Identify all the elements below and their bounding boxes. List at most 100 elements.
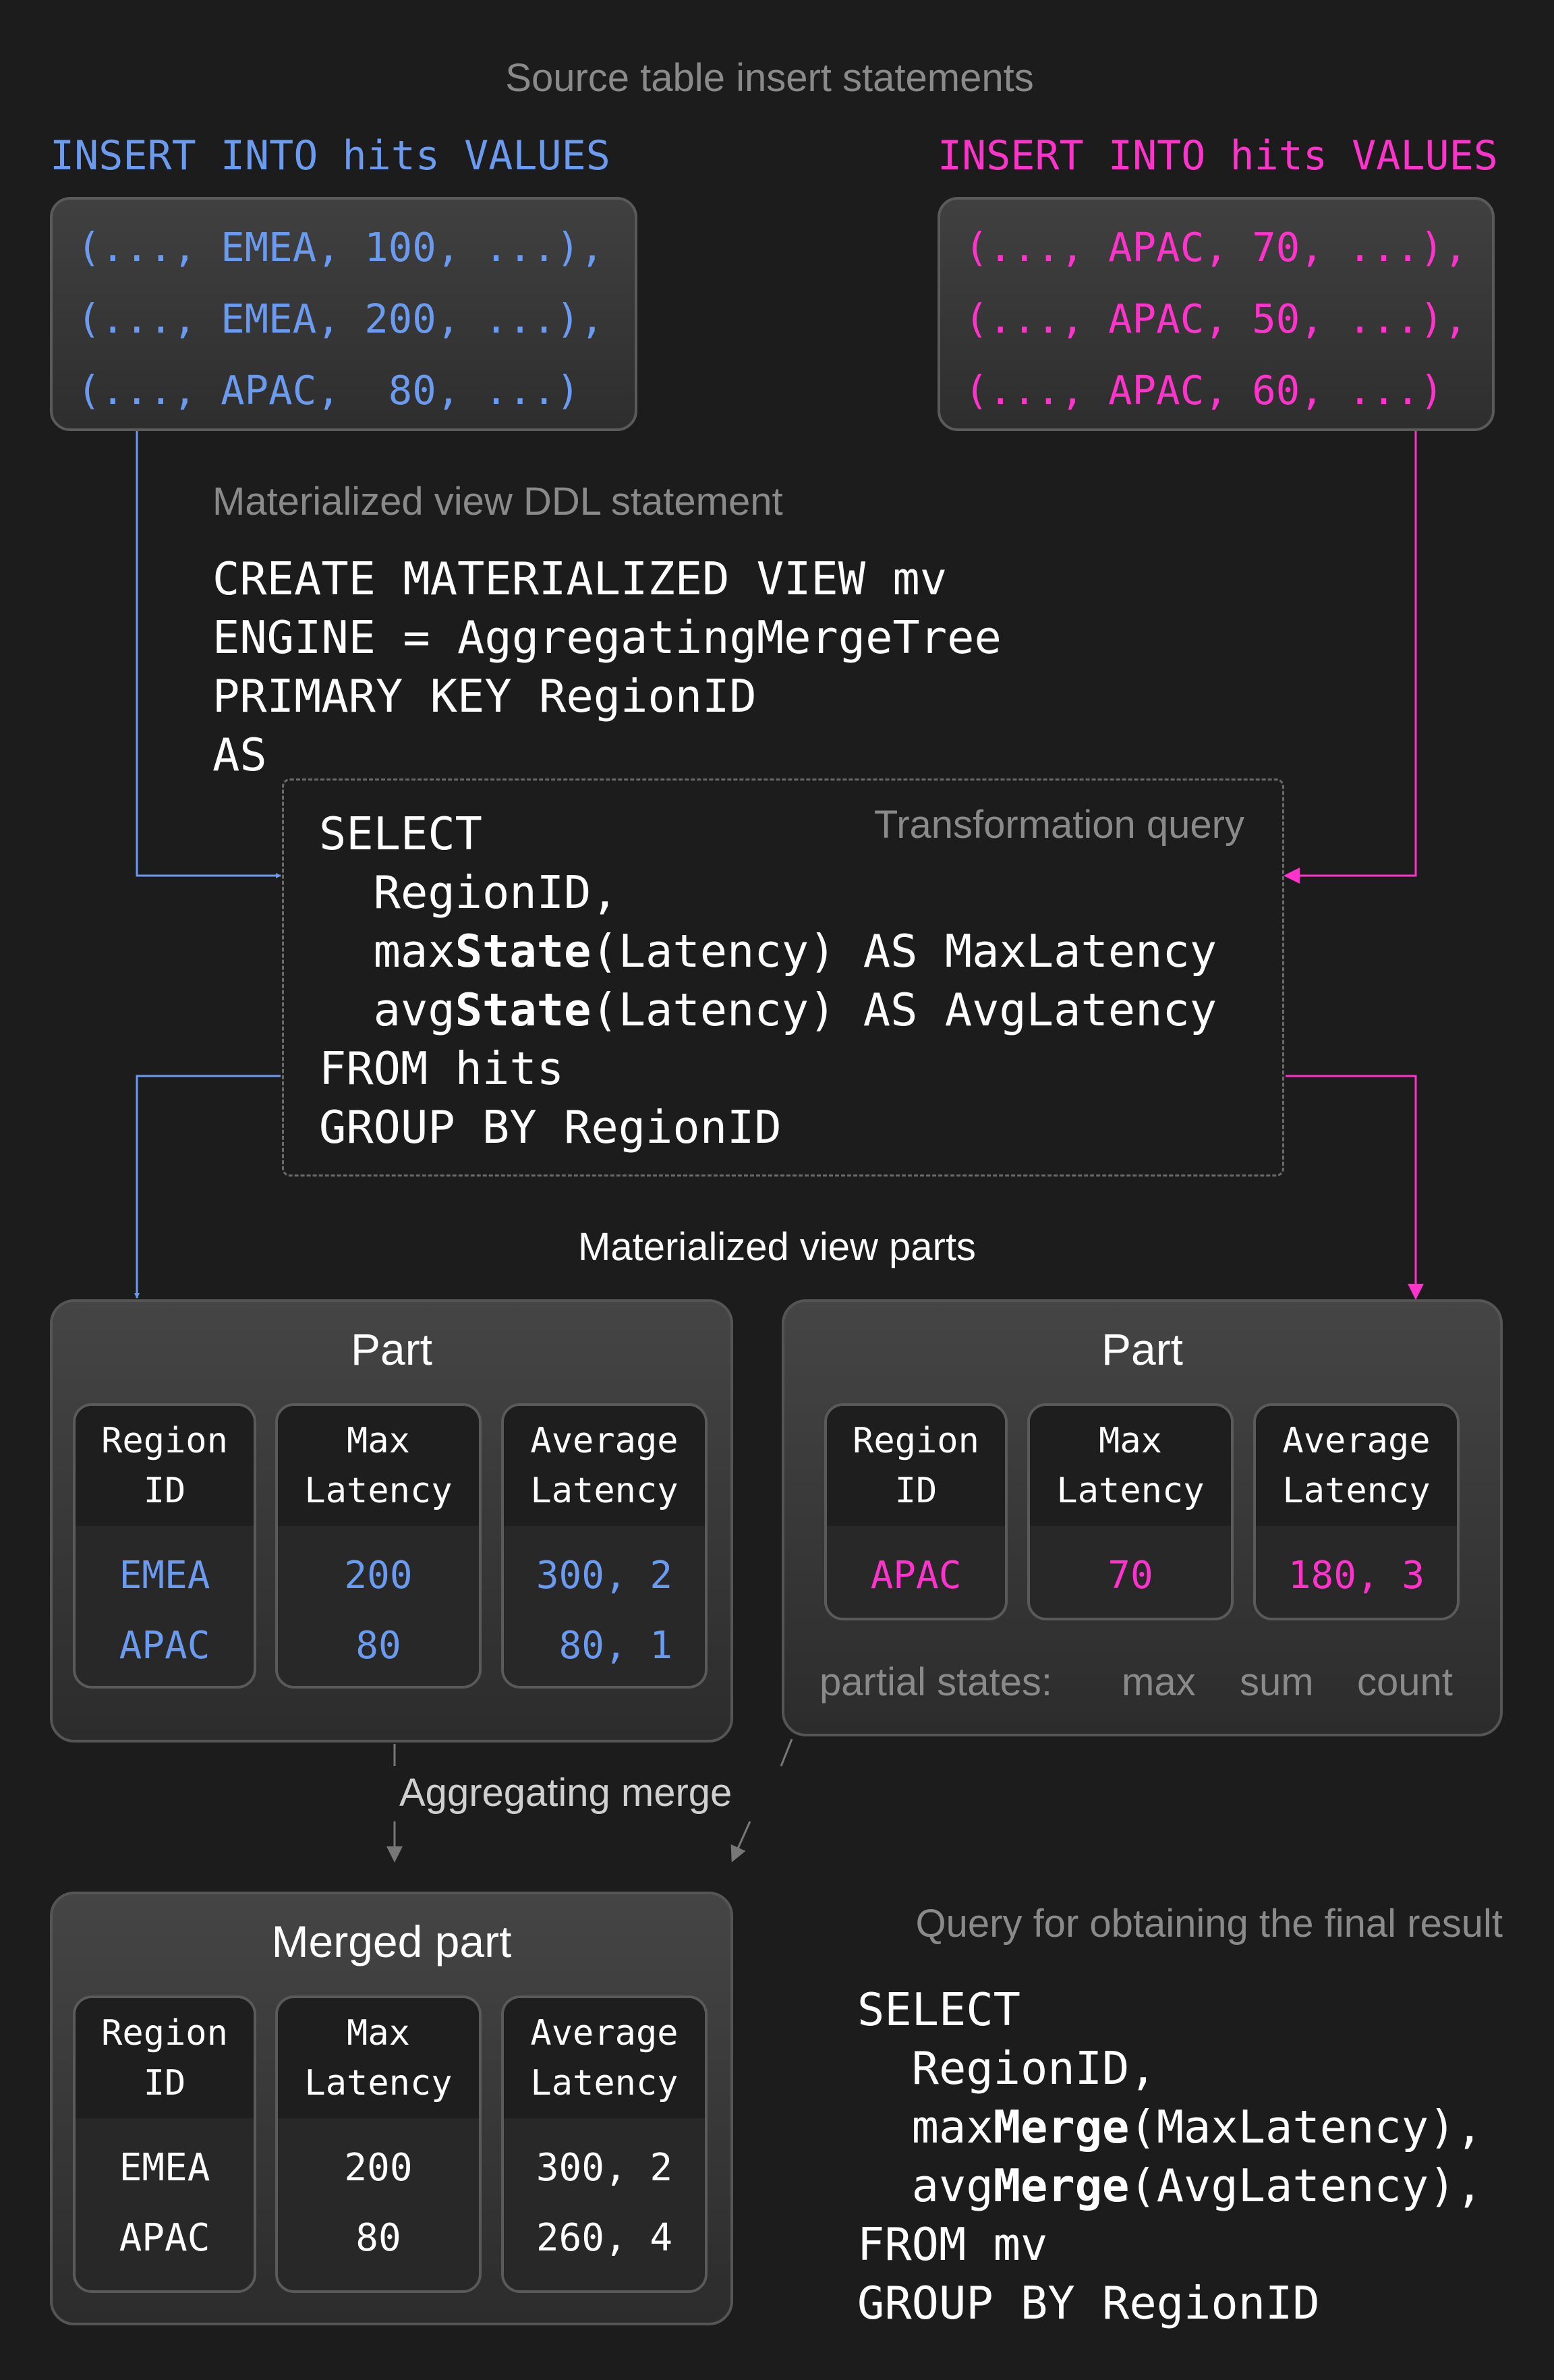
code-text: SELECT: [857, 1983, 1021, 2036]
cell-value: EMEA: [119, 1554, 210, 1597]
cell-value: 300, 2: [536, 2146, 673, 2190]
insert-row: (..., APAC, 80, ...): [77, 367, 580, 414]
code-text: RegionID,: [319, 866, 618, 919]
ddl-line: ENGINE = AggregatingMergeTree: [212, 611, 1002, 664]
blue-arrow-to-part: [134, 1075, 281, 1299]
cell-value: 70: [1107, 1554, 1153, 1597]
transformation-query-box: Transformation query SELECT RegionID, ma…: [282, 778, 1284, 1177]
ddl-caption: Materialized view DDL statement: [212, 480, 783, 523]
column-header-text: Max: [347, 2013, 410, 2053]
cell-value: 260, 4: [536, 2216, 673, 2260]
insert-right-rows: (..., APAC, 70, ...), (..., APAC, 50, ..…: [965, 212, 1468, 426]
code-text: (AvgLatency),: [1129, 2159, 1483, 2212]
code-text: GROUP BY RegionID: [319, 1101, 782, 1154]
part-title: Part: [1101, 1324, 1184, 1374]
source-caption: Source table insert statements: [505, 56, 1034, 100]
part-title: Merged part: [271, 1917, 512, 1966]
cell-value: EMEA: [119, 2146, 210, 2190]
column-header-text: Region: [101, 2013, 228, 2053]
column-header-text: Latency: [530, 1471, 679, 1511]
ddl-statement: CREATE MATERIALIZED VIEW mv ENGINE = Agg…: [212, 550, 1002, 785]
part-title: Part: [350, 1324, 433, 1374]
merge-arrow-right: [730, 1821, 751, 1863]
column-header-text: Average: [1282, 1421, 1431, 1461]
code-text: GROUP BY RegionID: [857, 2277, 1320, 2329]
column-header-text: Latency: [530, 2063, 679, 2103]
final-query-code: SELECT RegionID, maxMerge(MaxLatency), a…: [857, 1981, 1483, 2333]
column-header-text: Average: [530, 1421, 679, 1461]
code-line: avgState(Latency) AS AvgLatency: [319, 981, 1217, 1040]
final-query-caption: Query for obtaining the final result: [915, 1902, 1503, 1946]
partial-state-count: count: [1357, 1660, 1453, 1704]
partial-state-sum: sum: [1240, 1660, 1314, 1704]
insert-right-label: INSERT INTO hits VALUES: [938, 132, 1498, 179]
cell-value: APAC: [119, 2216, 210, 2260]
ddl-line: AS: [212, 729, 267, 781]
ddl-line: CREATE MATERIALIZED VIEW mv: [212, 552, 948, 605]
code-text: avg: [857, 2159, 994, 2212]
code-line: maxMerge(MaxLatency),: [857, 2098, 1483, 2157]
code-line: GROUP BY RegionID: [857, 2274, 1483, 2333]
column-header-text: Region: [101, 1421, 228, 1461]
transformation-query-code: SELECT RegionID, maxState(Latency) AS Ma…: [319, 805, 1217, 1157]
transformation-caption: Transformation query: [873, 803, 1244, 847]
cell-value: 300, 2: [536, 1554, 673, 1597]
cell-value: 180, 3: [1288, 1554, 1425, 1597]
code-line: GROUP BY RegionID: [319, 1098, 1217, 1157]
code-keyword-bold: Merge: [993, 2101, 1130, 2153]
cell-value: 80: [355, 1624, 401, 1668]
insert-left-rows: (..., EMEA, 100, ...), (..., EMEA, 200, …: [77, 212, 604, 426]
code-keyword-bold: State: [455, 925, 592, 978]
code-text: (Latency) AS AvgLatency: [591, 984, 1217, 1036]
insert-row: (..., APAC, 60, ...): [965, 367, 1444, 414]
insert-row: (..., APAC, 50, ...),: [965, 295, 1468, 342]
insert-right-box: (..., APAC, 70, ...), (..., APAC, 50, ..…: [938, 197, 1495, 431]
merge-caption: Aggregating merge: [399, 1771, 732, 1815]
column-header-text: Max: [347, 1421, 410, 1461]
code-line: maxState(Latency) AS MaxLatency: [319, 922, 1217, 981]
code-text: max: [857, 2101, 994, 2153]
code-keyword-bold: State: [455, 984, 592, 1036]
code-text: SELECT: [319, 808, 483, 860]
code-keyword-bold: Merge: [993, 2159, 1130, 2212]
column-header-text: Max: [1099, 1421, 1162, 1461]
code-text: avg: [319, 984, 455, 1036]
insert-left-box: (..., EMEA, 100, ...), (..., EMEA, 200, …: [50, 197, 637, 431]
column-header-text: ID: [143, 1471, 186, 1511]
cell-value: APAC: [119, 1624, 210, 1668]
parts-caption: Materialized view parts: [578, 1225, 976, 1269]
code-line: RegionID,: [857, 2039, 1483, 2098]
column-header-text: Average: [530, 2013, 679, 2053]
code-text: FROM mv: [857, 2218, 1048, 2271]
code-line: RegionID,: [319, 863, 1217, 922]
code-line: FROM hits: [319, 1040, 1217, 1098]
code-line: FROM mv: [857, 2215, 1483, 2274]
code-line: SELECT: [857, 1981, 1483, 2039]
code-text: FROM hits: [319, 1042, 565, 1095]
partial-states-label: partial states:: [819, 1660, 1052, 1704]
column-header-text: Latency: [1282, 1471, 1431, 1511]
blue-arrow-to-query: [136, 431, 281, 878]
pink-arrow-to-part: [1286, 1075, 1424, 1300]
cell-value: 200: [344, 1554, 413, 1597]
insert-row: (..., EMEA, 200, ...),: [77, 295, 604, 342]
code-text: (Latency) AS MaxLatency: [591, 925, 1217, 978]
cell-value: APAC: [870, 1554, 962, 1597]
